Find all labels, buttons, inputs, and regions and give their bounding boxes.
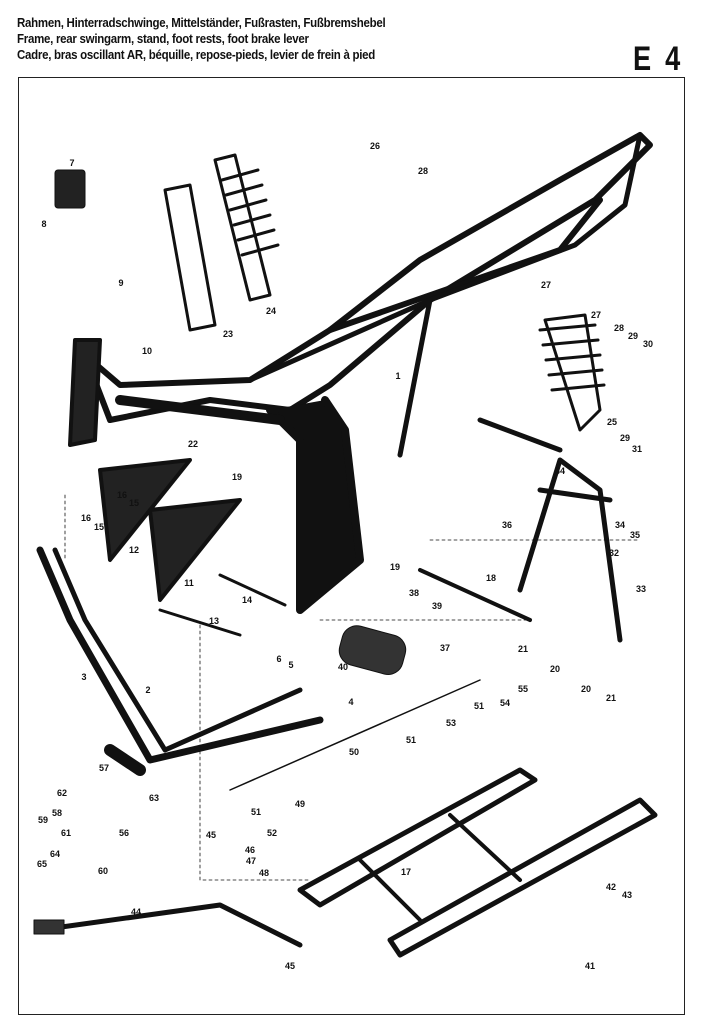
part-number-25: 25 <box>606 417 618 427</box>
part-number-53: 53 <box>445 718 457 728</box>
part-number-52: 52 <box>266 828 278 838</box>
part-number-49: 49 <box>294 799 306 809</box>
title-english: Frame, rear swingarm, stand, foot rests,… <box>17 32 309 46</box>
part-number-40: 40 <box>337 662 349 672</box>
part-number-13: 13 <box>208 616 220 626</box>
part-number-26: 26 <box>369 141 381 151</box>
part-number-21: 21 <box>605 693 617 703</box>
part-number-29: 29 <box>619 433 631 443</box>
part-number-57: 57 <box>98 763 110 773</box>
part-number-34: 34 <box>614 520 626 530</box>
part-number-34: 34 <box>554 466 566 476</box>
part-number-4: 4 <box>348 697 354 707</box>
part-number-62: 62 <box>56 788 68 798</box>
part-number-11: 11 <box>184 578 194 588</box>
part-number-5: 5 <box>288 660 294 670</box>
part-number-37: 37 <box>439 643 451 653</box>
part-number-9: 9 <box>118 278 124 288</box>
part-number-18: 18 <box>485 573 497 583</box>
part-number-20: 20 <box>580 684 592 694</box>
part-number-24: 24 <box>265 306 277 316</box>
part-number-64: 64 <box>49 849 61 859</box>
part-number-42: 42 <box>605 882 617 892</box>
part-number-60: 60 <box>97 866 109 876</box>
part-number-45: 45 <box>205 830 217 840</box>
part-number-32: 32 <box>608 548 620 558</box>
diagram-border <box>18 77 685 1015</box>
part-number-3: 3 <box>81 672 87 682</box>
part-number-46: 46 <box>244 845 256 855</box>
part-number-28: 28 <box>613 323 625 333</box>
part-number-31: 31 <box>631 444 643 454</box>
part-number-21: 21 <box>517 644 529 654</box>
part-number-23: 23 <box>222 329 234 339</box>
part-number-7: 7 <box>69 158 75 168</box>
shock-absorbers <box>163 153 606 432</box>
center-stand <box>517 457 623 643</box>
part-number-48: 48 <box>258 868 270 878</box>
part-number-29: 29 <box>627 331 639 341</box>
part-number-44: 44 <box>130 907 142 917</box>
part-number-59: 59 <box>37 815 49 825</box>
part-number-61: 61 <box>60 828 72 838</box>
part-number-51: 51 <box>250 807 262 817</box>
part-number-39: 39 <box>431 601 443 611</box>
part-number-15: 15 <box>93 522 105 532</box>
part-number-12: 12 <box>128 545 140 555</box>
part-number-58: 58 <box>51 808 63 818</box>
part-number-27: 27 <box>590 310 602 320</box>
part-number-51: 51 <box>473 701 485 711</box>
swingarm <box>297 767 658 958</box>
part-number-65: 65 <box>36 859 48 869</box>
part-number-27: 27 <box>540 280 552 290</box>
part-number-8: 8 <box>41 219 47 229</box>
title-german: Rahmen, Hinterradschwinge, Mittelständer… <box>17 16 386 30</box>
part-number-38: 38 <box>408 588 420 598</box>
part-number-16: 16 <box>80 513 92 523</box>
part-number-45: 45 <box>284 961 296 971</box>
part-number-6: 6 <box>276 654 282 664</box>
part-number-30: 30 <box>642 339 654 349</box>
part-number-1: 1 <box>395 371 401 381</box>
part-number-33: 33 <box>635 584 647 594</box>
part-number-14: 14 <box>241 595 253 605</box>
part-number-10: 10 <box>141 346 153 356</box>
part-number-28: 28 <box>417 166 429 176</box>
part-number-15: 15 <box>128 498 140 508</box>
part-number-56: 56 <box>118 828 130 838</box>
leader-lines <box>64 494 641 881</box>
rods <box>98 417 563 791</box>
type-plate-icon <box>54 169 86 209</box>
part-number-41: 41 <box>584 961 596 971</box>
part-number-50: 50 <box>348 747 360 757</box>
part-number-20: 20 <box>549 664 561 674</box>
part-number-16: 16 <box>116 490 128 500</box>
part-number-35: 35 <box>629 530 641 540</box>
part-number-63: 63 <box>148 793 160 803</box>
page-code: E 4 <box>633 40 684 78</box>
part-number-54: 54 <box>499 698 511 708</box>
part-number-22: 22 <box>187 439 199 449</box>
part-number-19: 19 <box>231 472 243 482</box>
part-number-17: 17 <box>400 867 412 877</box>
part-number-51: 51 <box>405 735 417 745</box>
title-french: Cadre, bras oscillant AR, béquille, repo… <box>17 48 376 62</box>
part-number-43: 43 <box>621 890 633 900</box>
part-number-47: 47 <box>245 856 257 866</box>
main-frame <box>68 132 653 614</box>
part-number-19: 19 <box>389 562 401 572</box>
part-number-2: 2 <box>145 685 151 695</box>
footrest-bar <box>33 546 407 948</box>
part-number-36: 36 <box>501 520 513 530</box>
part-number-55: 55 <box>517 684 529 694</box>
